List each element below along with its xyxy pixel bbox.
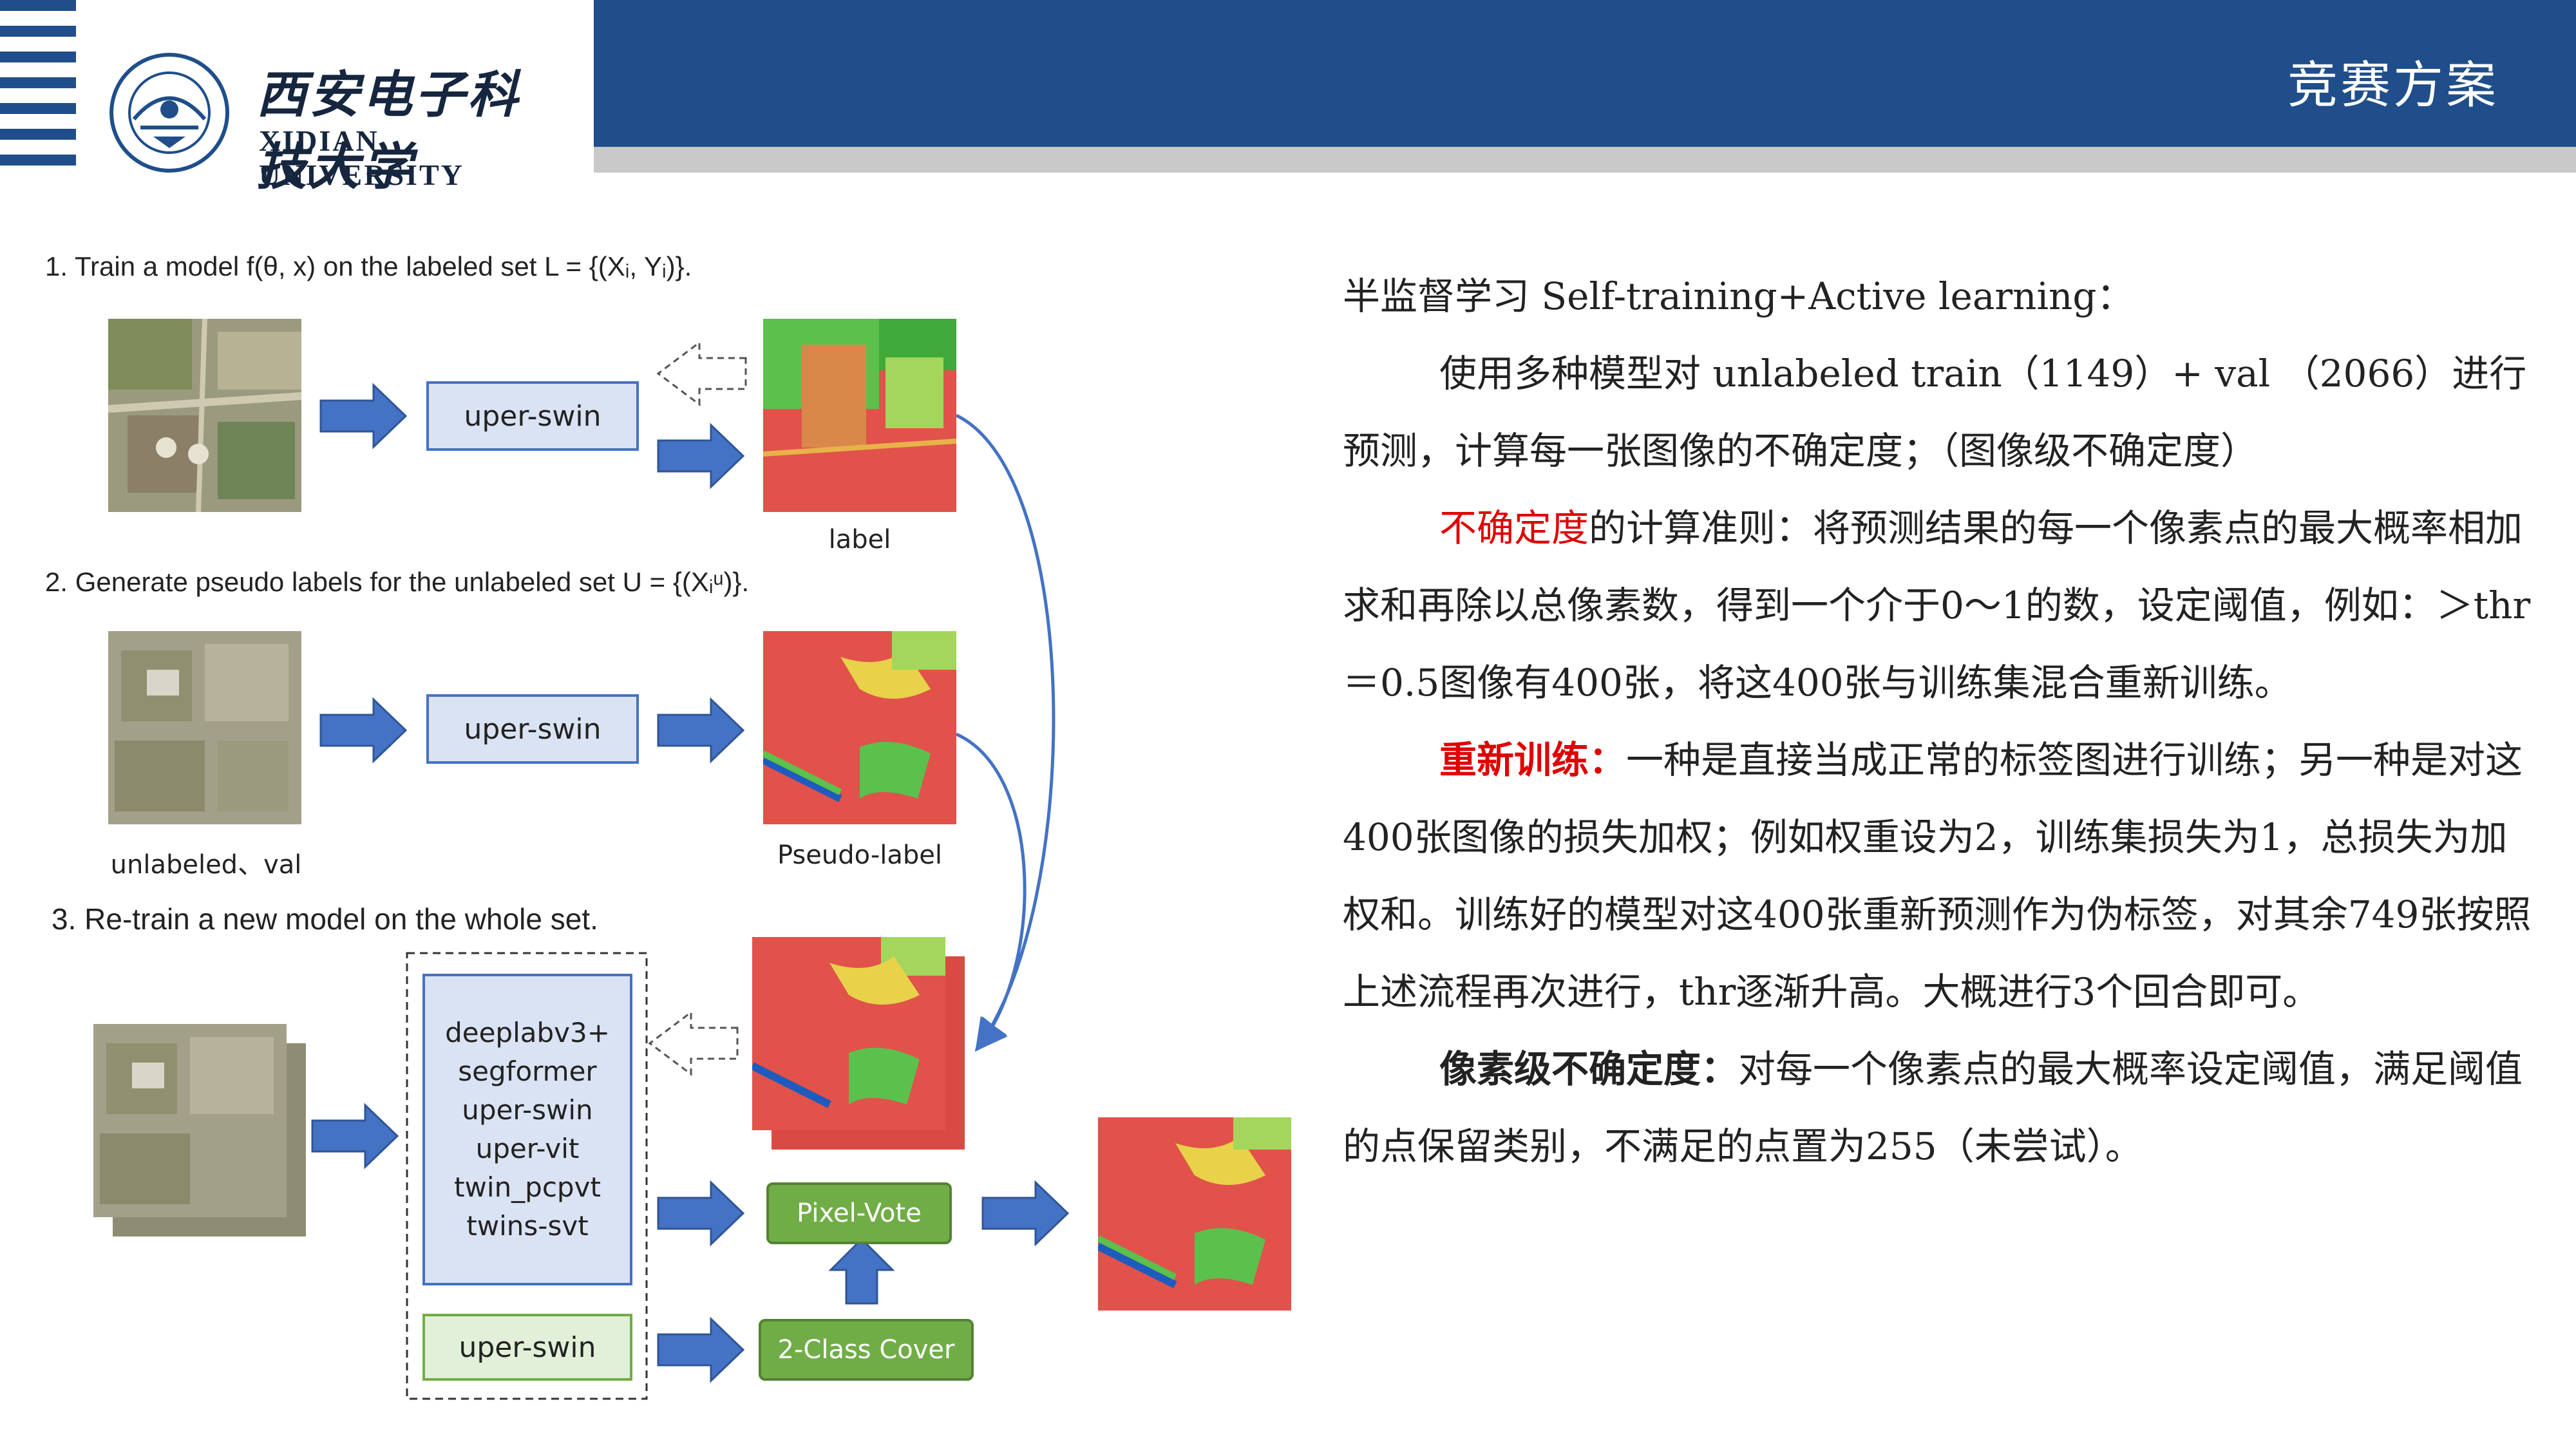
step-3-text: 3. Re-train a new model on the whole set…	[52, 902, 598, 936]
caption-unlabeled: unlabeled、val	[110, 850, 302, 880]
section-heading: 半监督学习 Self-training+Active learning：	[1343, 274, 2134, 318]
step-1-text: 1. Train a model f(θ, x) on the labeled …	[45, 251, 692, 281]
model-item: deeplabv3+	[445, 1017, 610, 1048]
aerial-image-unlabeled	[108, 631, 301, 824]
header-bar	[594, 0, 2576, 147]
model-box-uper-swin-2: uper-swin	[426, 694, 639, 764]
model-item: twin_pcpvt	[454, 1171, 601, 1203]
two-class-cover-box: 2-Class Cover	[759, 1319, 974, 1381]
aerial-image-labeled	[108, 319, 301, 512]
highlight-retrain: 重新训练：	[1439, 738, 1627, 782]
aerial-image-stack	[93, 1024, 306, 1236]
caption-label: label	[828, 525, 891, 554]
highlight-uncertainty: 不确定度	[1439, 506, 1589, 550]
description-text: 半监督学习 Self-training+Active learning： 使用多…	[1343, 258, 2534, 1185]
label-map-image	[763, 319, 956, 512]
university-logo: 西安电子科技大学 XIDIAN UNIVERSITY	[108, 52, 565, 196]
pixel-vote-box: Pixel-Vote	[766, 1182, 952, 1244]
header-stripes	[0, 0, 76, 173]
ensemble-models-box: deeplabv3+ segformer uper-swin uper-vit …	[422, 974, 632, 1285]
model-box-uper-swin-1: uper-swin	[426, 381, 639, 451]
university-name-cn: 西安电子科技大学	[256, 66, 521, 196]
step-2-text: 2. Generate pseudo labels for the unlabe…	[45, 567, 750, 597]
page-title: 竞赛方案	[2287, 57, 2499, 115]
paragraph-4: 像素级不确定度：对每一个像素点的最大概率设定阈值，满足阈值的点保留类别，不满足的…	[1343, 1030, 2534, 1185]
paragraph-3-body: 一种是直接当成正常的标签图进行训练；另一种是对这400张图像的损失加权；例如权重…	[1343, 738, 2532, 1014]
model-item: uper-swin	[462, 1094, 593, 1126]
paragraph-2: 不确定度的计算准则：将预测结果的每一个像素点的最大概率相加求和再除以总像素数，得…	[1343, 489, 2534, 721]
university-name-en: XIDIAN UNIVERSITY	[259, 124, 464, 191]
university-seal-icon	[109, 53, 229, 173]
header-divider	[594, 147, 2576, 173]
diagram-arrows	[311, 341, 1070, 1400]
model-item: twins-svt	[466, 1210, 589, 1242]
pseudo-label-image	[763, 631, 956, 824]
highlight-pixel-uncertainty: 像素级不确定度：	[1439, 1047, 1739, 1091]
paragraph-2-body: 的计算准则：将预测结果的每一个像素点的最大概率相加求和再除以总像素数，得到一个介…	[1343, 506, 2531, 705]
pseudo-label-stack	[752, 937, 965, 1150]
paragraph-4-body: 对每一个像素点的最大概率设定阈值，满足阈值的点保留类别，不满足的点置为255（未…	[1343, 1047, 2523, 1168]
paragraph-3: 重新训练：一种是直接当成正常的标签图进行训练；另一种是对这400张图像的损失加权…	[1343, 721, 2534, 1030]
model-item: segformer	[458, 1056, 597, 1087]
caption-pseudo-label: Pseudo-label	[777, 840, 942, 870]
model-box-uper-swin-3: uper-swin	[422, 1314, 632, 1381]
model-item: uper-vit	[475, 1133, 580, 1164]
final-result-image	[1098, 1117, 1291, 1311]
paragraph-1: 使用多种模型对 unlabeled train（1149）+ val （2066…	[1343, 352, 2527, 473]
